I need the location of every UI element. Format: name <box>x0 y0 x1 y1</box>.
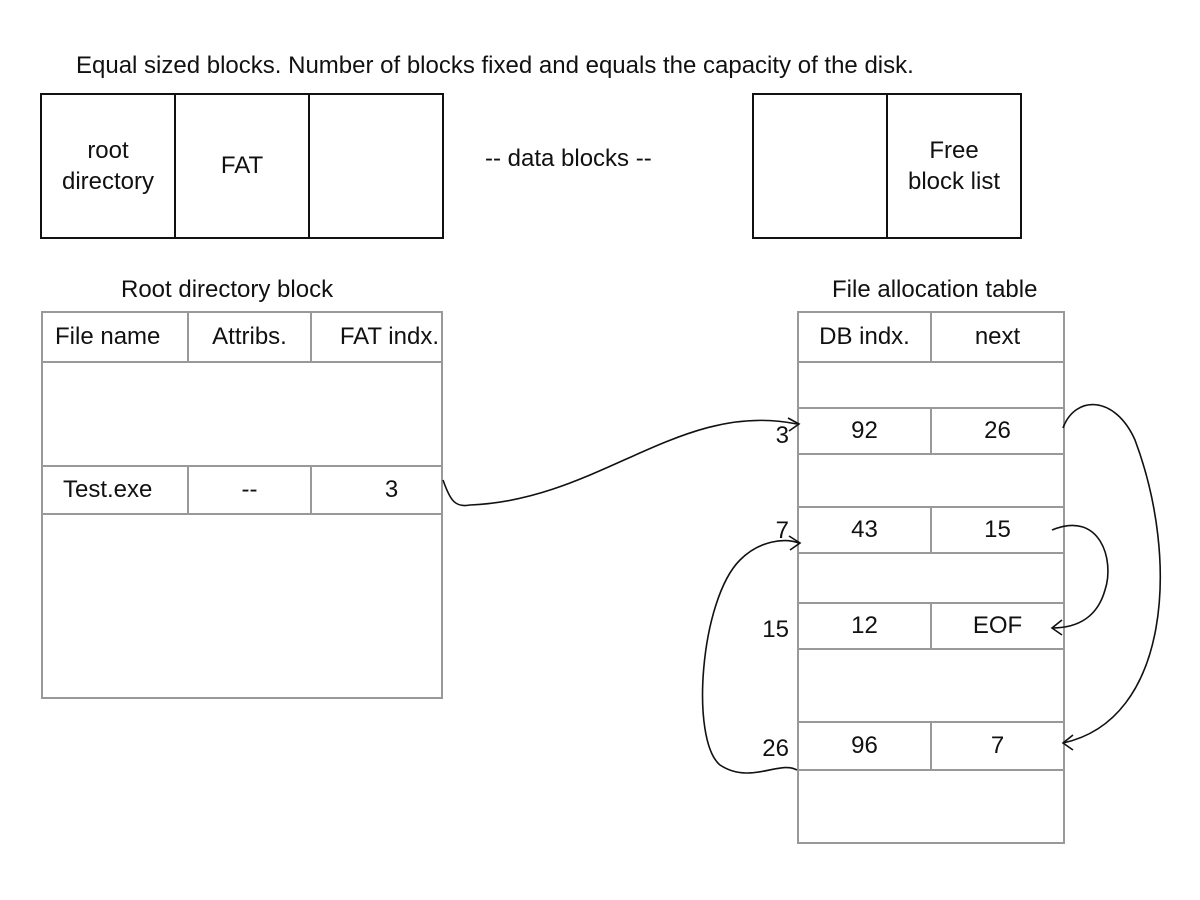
root-directory-table: File name Attribs. FAT indx. Test.exe --… <box>41 311 443 699</box>
disk-blocks-left: root directory FAT <box>40 93 444 239</box>
data-block-empty-right <box>754 95 888 237</box>
fat-next: 7 <box>990 732 1005 759</box>
free-block-list-block: Free block list <box>888 95 1020 237</box>
root-directory-title: Root directory block <box>121 276 334 303</box>
fat-index-label: 7 <box>775 517 789 544</box>
arrow-entry-to-fat-3 <box>442 419 798 507</box>
root-directory-block: root directory <box>42 95 176 237</box>
root-directory-label: root directory <box>61 136 155 195</box>
entry-file-name: Test.exe <box>43 467 189 513</box>
fat-index-label: 26 <box>762 735 789 762</box>
column-header-file-name: File name <box>43 313 189 361</box>
arrow-fat-26-to-7 <box>701 539 800 774</box>
fat-db-index: 43 <box>799 508 932 552</box>
fat-header-row: DB indx. next <box>799 313 1063 363</box>
fat-row-empty <box>799 650 1063 723</box>
arrow-head <box>787 417 801 432</box>
fat-next: 26 <box>984 417 1011 444</box>
column-header-attribs: Attribs. <box>189 313 312 361</box>
fat-db-index: 92 <box>799 409 932 453</box>
fat-index-label: 3 <box>775 422 789 449</box>
file-allocation-table: DB indx. next 92 26 43 15 12 EOF 96 7 <box>797 311 1065 844</box>
fat-block: FAT <box>176 95 310 237</box>
dir-entry-row: Test.exe -- 3 <box>43 465 441 515</box>
arrow-head <box>1061 734 1074 751</box>
fat-row-empty <box>799 363 1063 409</box>
arrow-fat-3-to-26 <box>1062 403 1162 744</box>
fat-row: 43 15 <box>799 508 1063 554</box>
fat-label: FAT <box>220 152 264 180</box>
fat-row-empty <box>799 554 1063 604</box>
entry-attribs: -- <box>189 467 312 513</box>
disk-blocks-right: Free block list <box>752 93 1022 239</box>
fat-row-empty <box>799 455 1063 508</box>
diagram-caption: Equal sized blocks. Number of blocks fix… <box>76 52 914 79</box>
column-header-fat-index: FAT indx. <box>339 323 439 350</box>
fat-row: 96 7 <box>799 723 1063 771</box>
entry-fat-index: 3 <box>384 476 399 503</box>
arrow-head <box>1050 619 1063 636</box>
fat-row: 92 26 <box>799 409 1063 455</box>
fat-db-index: 96 <box>799 723 932 769</box>
column-header-db-index: DB indx. <box>799 313 932 361</box>
fat-row: 12 EOF <box>799 604 1063 650</box>
fat-index-label: 15 <box>762 616 789 643</box>
fat-title: File allocation table <box>832 276 1038 303</box>
column-header-next: next <box>974 323 1021 350</box>
arrow-fat-7-to-15 <box>1051 524 1109 629</box>
fat-next: EOF <box>972 612 1023 639</box>
fat-next: 15 <box>984 516 1011 543</box>
free-block-list-label: Free block list <box>907 136 1001 195</box>
dir-header-row: File name Attribs. FAT indx. <box>43 313 441 363</box>
arrow-head <box>788 535 802 551</box>
fat-db-index: 12 <box>799 604 932 648</box>
data-blocks-label: -- data blocks -- <box>485 145 652 172</box>
